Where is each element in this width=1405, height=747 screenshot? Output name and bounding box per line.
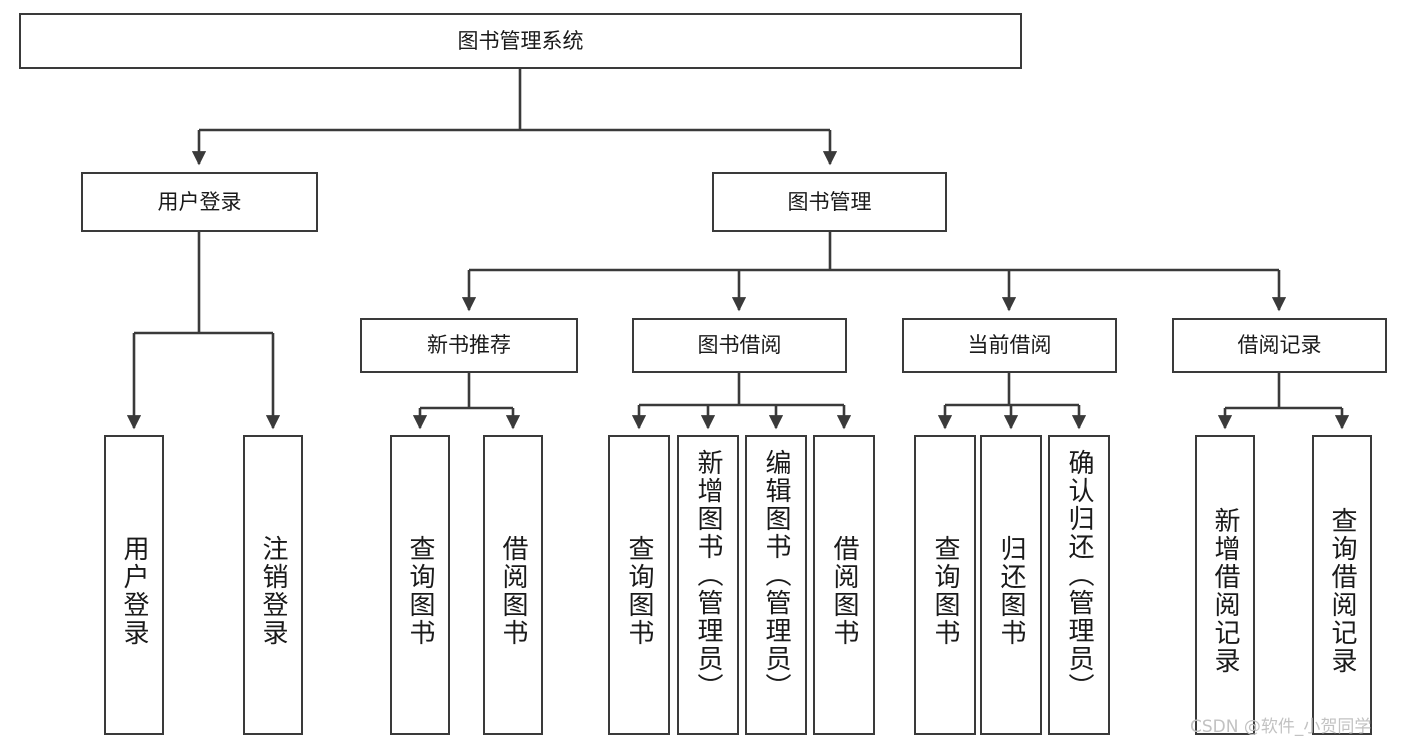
watermark-text: CSDN @软件_小贺同学: [1190, 717, 1372, 737]
node-label: 注销登录: [258, 535, 288, 647]
node-label: 图书管理系统: [457, 28, 584, 53]
leaf-current-confirm-return-admin[interactable]: 确认归还（管理员）: [1048, 435, 1110, 735]
node-label: 查询图书: [930, 535, 960, 647]
node-label: 用户登录: [119, 535, 149, 647]
node-label: 查询图书: [624, 535, 654, 647]
node-label: 图书管理: [787, 189, 872, 214]
node-label: 用户登录: [157, 189, 242, 214]
node-label: 归还图书: [996, 535, 1026, 647]
node-label: 借阅记录: [1237, 333, 1322, 358]
leaf-user-login-logout[interactable]: 注销登录: [243, 435, 303, 735]
leaf-current-query-book[interactable]: 查询图书: [914, 435, 976, 735]
node-label: 新书推荐: [427, 333, 511, 358]
node-label: 编辑图书（管理员）: [761, 449, 791, 701]
leaf-borrow-query-book[interactable]: 查询图书: [608, 435, 670, 735]
leaf-borrow-borrow-book[interactable]: 借阅图书: [813, 435, 875, 735]
node-label: 查询借阅记录: [1327, 507, 1357, 675]
node-label: 新增借阅记录: [1210, 507, 1240, 675]
leaf-borrow-edit-book-admin[interactable]: 编辑图书（管理员）: [745, 435, 807, 735]
node-label: 当前借阅: [967, 333, 1052, 358]
leaf-recommend-query-book[interactable]: 查询图书: [390, 435, 450, 735]
leaf-records-query-record[interactable]: 查询借阅记录: [1312, 435, 1372, 735]
leaf-user-login-login[interactable]: 用户登录: [104, 435, 164, 735]
node-current-borrow[interactable]: 当前借阅: [902, 318, 1117, 373]
node-user-login[interactable]: 用户登录: [81, 172, 318, 232]
leaf-recommend-borrow-book[interactable]: 借阅图书: [483, 435, 543, 735]
node-label: 借阅图书: [498, 535, 528, 647]
node-label: 图书借阅: [697, 333, 782, 358]
leaf-current-return-book[interactable]: 归还图书: [980, 435, 1042, 735]
leaf-records-add-record[interactable]: 新增借阅记录: [1195, 435, 1255, 735]
leaf-borrow-add-book-admin[interactable]: 新增图书（管理员）: [677, 435, 739, 735]
node-label: 新增图书（管理员）: [693, 449, 723, 701]
node-borrow-records[interactable]: 借阅记录: [1172, 318, 1387, 373]
node-book-management[interactable]: 图书管理: [712, 172, 947, 232]
node-label: 查询图书: [405, 535, 435, 647]
node-label: 借阅图书: [829, 535, 859, 647]
node-root-system[interactable]: 图书管理系统: [19, 13, 1022, 69]
node-label: 确认归还（管理员）: [1064, 449, 1094, 701]
node-book-borrow[interactable]: 图书借阅: [632, 318, 847, 373]
node-new-book-recommend[interactable]: 新书推荐: [360, 318, 578, 373]
